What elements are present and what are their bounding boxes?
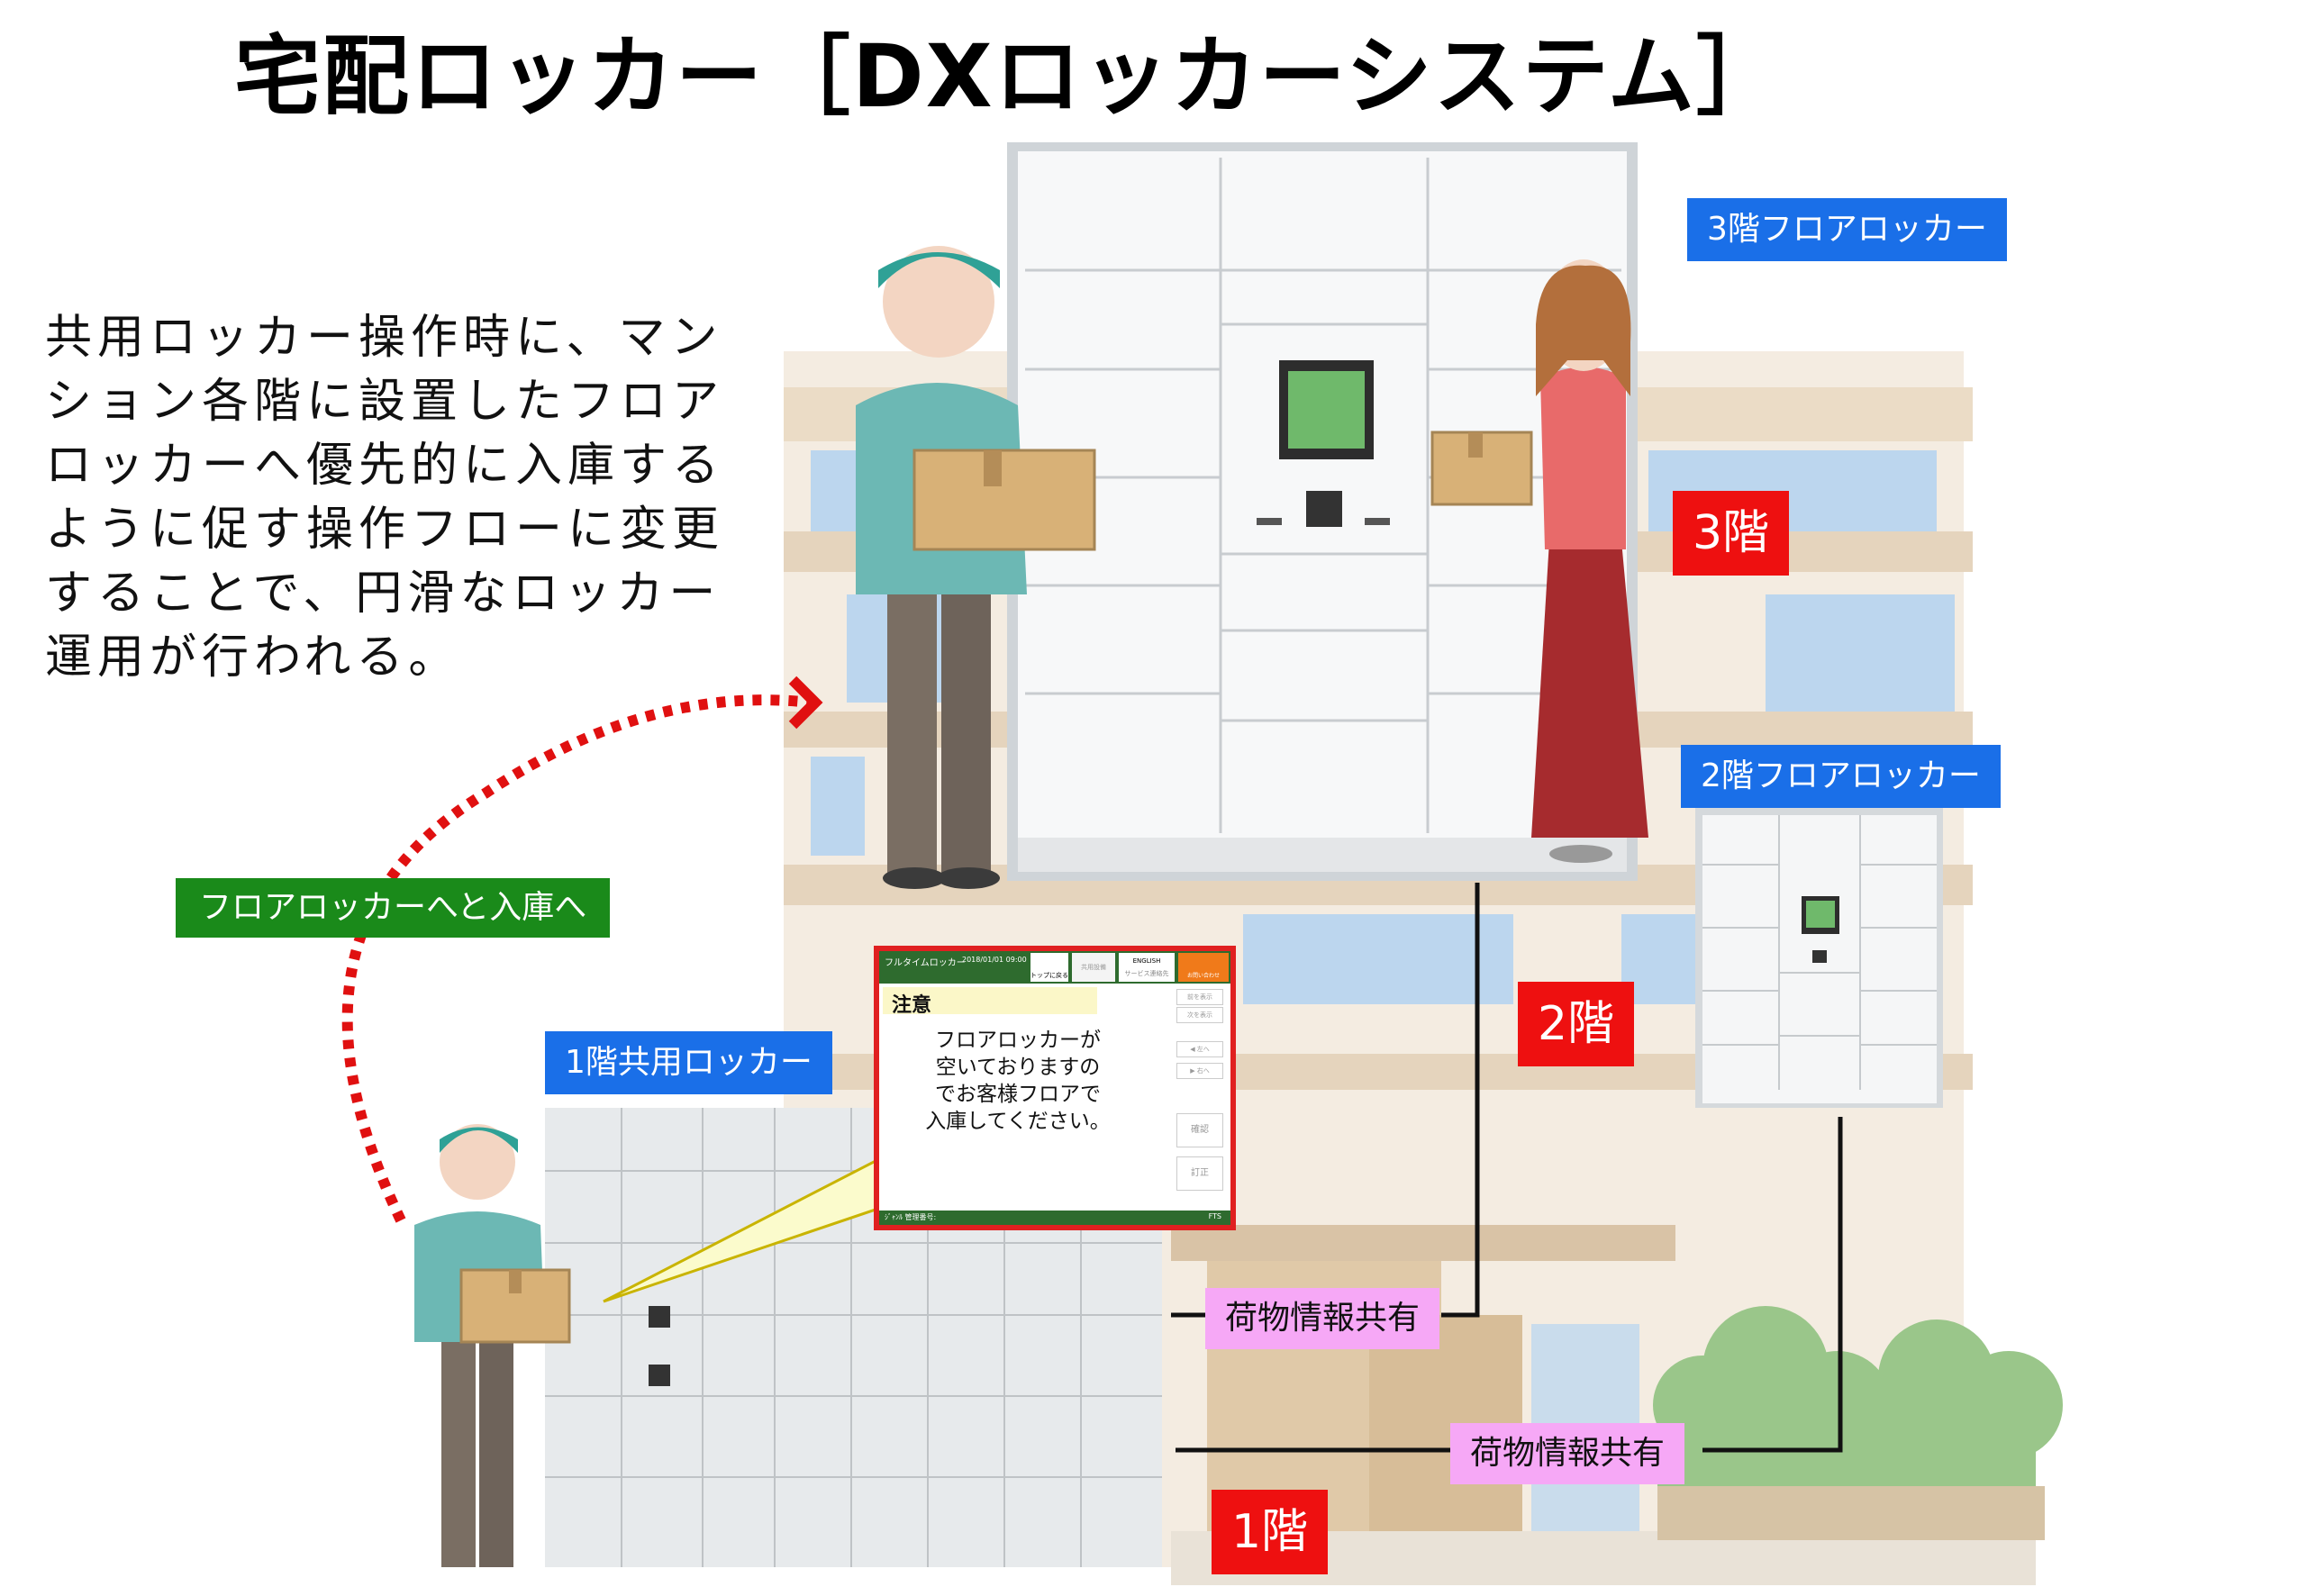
info-share-label-upper: 荷物情報共有 — [1205, 1288, 1440, 1349]
english-button[interactable]: ENGLISH サービス連絡先 — [1119, 953, 1175, 982]
floor3-locker-unit — [1007, 142, 1638, 881]
screen-header: フルタイムロッカー 2018/01/01 09:00 トップに戻る 共用設備 E… — [879, 951, 1230, 984]
side-button-right[interactable]: ▶ 右へ — [1176, 1063, 1223, 1079]
footer-left: ｼﾞｬﾝﾙ 管理番号: — [885, 1213, 937, 1221]
english-button-label: ENGLISH — [1132, 957, 1161, 965]
description-text: 共用ロッカー操作時に、マンション各階に設置したフロアロッカーへ優先的に入庫するよ… — [45, 311, 725, 685]
floor1-badge: 1階 — [1212, 1490, 1329, 1574]
top-button-label: トップに戻る — [1030, 972, 1068, 979]
top-button[interactable]: トップに戻る — [1030, 953, 1068, 982]
screen-footer: ｼﾞｬﾝﾙ 管理番号: FTS — [879, 1211, 1230, 1225]
confirm-button[interactable]: 確認 — [1176, 1113, 1223, 1147]
footer-right: FTS — [1208, 1212, 1221, 1220]
delivery-person-bottom — [414, 1124, 571, 1567]
notice-title: 注意 — [892, 994, 932, 1017]
info-share-label-lower: 荷物情報共有 — [1450, 1423, 1685, 1484]
locker-touchscreen: フルタイムロッカー 2018/01/01 09:00 トップに戻る 共用設備 E… — [874, 946, 1236, 1230]
notice-bar: 注意 — [883, 987, 1097, 1017]
message-line: でお客様フロアで — [935, 1083, 1101, 1106]
side-button-prev[interactable]: 前を表示 — [1176, 989, 1223, 1005]
resident-woman — [1430, 259, 1648, 863]
call-button-label: お問い合わせ — [1186, 973, 1220, 979]
floor3-badge: 3階 — [1673, 491, 1790, 576]
correct-button[interactable]: 訂正 — [1176, 1156, 1223, 1191]
screen-brand: フルタイムロッカー — [885, 958, 966, 968]
side-button-left[interactable]: ◀ 左へ — [1176, 1041, 1223, 1057]
screen-date: 2018/01/01 09:00 — [962, 956, 1027, 964]
floor3-locker-label: 3階フロアロッカー — [1687, 198, 2007, 261]
floor2-locker-label: 2階フロアロッカー — [1681, 745, 2001, 808]
info-sharing-lines — [1171, 883, 1843, 1453]
message-line: フロアロッカーが — [935, 1029, 1101, 1052]
side-button-next[interactable]: 次を表示 — [1176, 1007, 1223, 1023]
redirect-arrowhead-icon — [788, 676, 823, 730]
delivery-person-top — [856, 246, 1096, 889]
message-line: 入庫してください。 — [925, 1110, 1111, 1133]
page-title: 宅配ロッカー［DXロッカーシステム］ — [234, 26, 1784, 127]
usage-button-label: 共用設備 — [1081, 964, 1106, 971]
call-button[interactable]: お問い合わせ — [1178, 953, 1229, 982]
redirect-arrow — [341, 694, 812, 1223]
message-line: 空いておりますの — [935, 1056, 1101, 1079]
floor2-badge: 2階 — [1518, 982, 1635, 1066]
floor2-locker-unit — [1695, 806, 1943, 1108]
floor1-locker-label: 1階共用ロッカー — [545, 1031, 832, 1094]
screen-message: フロアロッカーが 空いておりますの でお客様フロアで 入庫してください。 — [892, 1027, 1144, 1135]
redirect-label: フロアロッカーへと入庫へ — [176, 878, 611, 938]
usage-button[interactable]: 共用設備 — [1072, 953, 1115, 982]
service-button-label: サービス連絡先 — [1124, 970, 1169, 977]
